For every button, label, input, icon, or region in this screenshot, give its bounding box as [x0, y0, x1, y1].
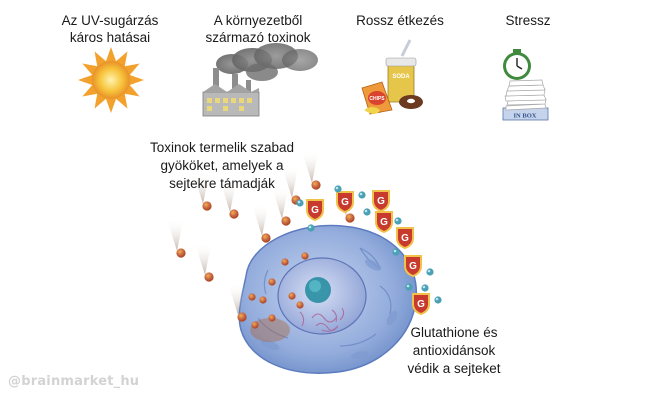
- antioxidant-molecule: [334, 185, 342, 193]
- glutathione-shield: G: [336, 191, 354, 214]
- antioxidant-molecule: [363, 208, 371, 216]
- free-radical: [248, 293, 256, 301]
- free-radical: [252, 204, 271, 243]
- free-radical: [167, 219, 186, 258]
- shield-letter: G: [417, 299, 425, 310]
- factory-icon: [202, 43, 318, 117]
- glutathione-shield: G: [404, 255, 422, 278]
- free-radical: [220, 180, 239, 219]
- free-radical: [288, 292, 296, 300]
- chips-label: CHIPS: [369, 96, 385, 102]
- inbox-label: IN BOX: [514, 113, 537, 120]
- free-radical: [268, 278, 276, 286]
- free-radical: [193, 172, 212, 211]
- watermark: @brainmarket_hu: [8, 374, 140, 389]
- soda-label: SODA: [392, 74, 410, 80]
- free-radical: [302, 151, 321, 190]
- antioxidant-molecule: [296, 199, 304, 207]
- antioxidant-molecule: [392, 248, 400, 256]
- cause-label-toxins: A környezetből származó toxinok: [205, 13, 311, 45]
- antioxidant-molecule: [426, 268, 434, 276]
- cause-label-uv: Az UV-sugárzás káros hatásai: [61, 13, 159, 45]
- free-radical: [195, 243, 214, 282]
- free-radical: [251, 321, 259, 329]
- cause-label-stress: Stressz: [505, 13, 551, 28]
- free-radical: [228, 283, 247, 322]
- free-radical: [296, 301, 304, 309]
- free-radical: [259, 296, 267, 304]
- glutathione-shield: G: [372, 190, 390, 213]
- glutathione-shield: G: [306, 199, 324, 222]
- free-radicals-caption: Toxinok termelik szabad gyököket, amelye…: [149, 140, 295, 191]
- antioxidant-molecule: [358, 191, 366, 199]
- junk-food-icon: SODA CHIPS: [361, 39, 423, 115]
- antioxidants-caption: Glutathione és antioxidánsok védik a sej…: [407, 325, 501, 376]
- cause-label-bad-diet: Rossz étkezés: [356, 13, 444, 28]
- shield-letter: G: [341, 197, 349, 208]
- sun-icon: [78, 47, 144, 113]
- shield-letter: G: [311, 205, 319, 216]
- free-radical: [268, 314, 276, 322]
- shield-letter: G: [401, 233, 409, 244]
- antioxidant-molecule: [394, 217, 402, 225]
- shield-letter: G: [409, 261, 417, 272]
- shield-letter: G: [380, 217, 388, 228]
- glutathione-shield: G: [375, 211, 393, 234]
- free-radical-group: [167, 151, 355, 329]
- shield-letter: G: [377, 196, 385, 207]
- antioxidant-molecule: [307, 224, 315, 232]
- free-radical: [272, 187, 291, 226]
- nucleus: [277, 257, 367, 335]
- antioxidant-molecule: [434, 296, 442, 304]
- stress-clock-paperwork-icon: IN BOX: [502, 49, 549, 121]
- glutathione-shield: G: [412, 293, 430, 316]
- free-radical: [301, 252, 309, 260]
- antioxidant-molecule: [421, 284, 429, 292]
- antioxidant-molecule: [405, 283, 413, 291]
- glutathione-shield: G: [396, 227, 414, 250]
- free-radical: [281, 258, 289, 266]
